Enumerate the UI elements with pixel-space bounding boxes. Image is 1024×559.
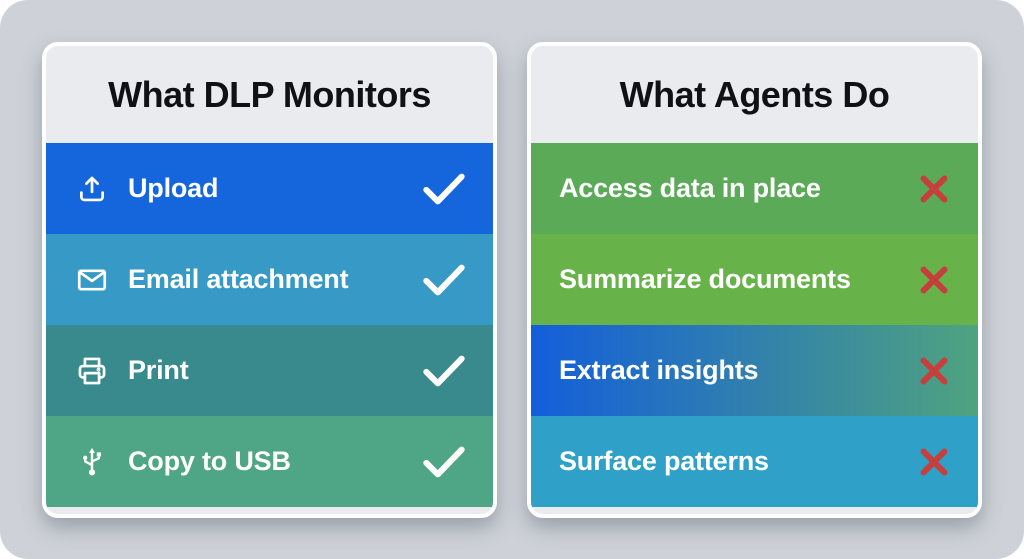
row-summarize-documents: Summarize documents [531, 234, 978, 325]
row-label: Email attachment [128, 264, 349, 294]
row-label: Surface patterns [559, 446, 769, 476]
dlp-card-header: What DLP Monitors [46, 46, 493, 143]
row-access-data: Access data in place [531, 143, 978, 234]
envelope-icon [74, 262, 110, 298]
row-copy-to-usb: Copy to USB [46, 416, 493, 507]
check-icon [421, 171, 467, 207]
agents-card-title: What Agents Do [619, 73, 890, 115]
upload-icon [74, 171, 110, 207]
agents-do-card: What Agents Do Access data in place Summ… [527, 42, 982, 518]
dlp-rows: Upload Email attachment [46, 143, 493, 507]
row-print: Print [46, 325, 493, 416]
row-label: Extract insights [559, 355, 759, 385]
row-label: Print [128, 355, 189, 385]
printer-icon [74, 353, 110, 389]
row-label: Copy to USB [128, 446, 291, 476]
comparison-cards: What DLP Monitors Upload [42, 42, 982, 518]
row-label: Upload [128, 173, 219, 203]
check-icon [421, 353, 467, 389]
row-extract-insights: Extract insights [531, 325, 978, 416]
usb-icon [74, 444, 110, 480]
cross-icon [916, 171, 952, 207]
cross-icon [916, 444, 952, 480]
agents-card-header: What Agents Do [531, 46, 978, 143]
dlp-card-title: What DLP Monitors [108, 73, 431, 115]
row-upload: Upload [46, 143, 493, 234]
agents-rows: Access data in place Summarize documents [531, 143, 978, 507]
check-icon [421, 444, 467, 480]
cross-icon [916, 353, 952, 389]
row-surface-patterns: Surface patterns [531, 416, 978, 507]
row-email-attachment: Email attachment [46, 234, 493, 325]
check-icon [421, 262, 467, 298]
row-label: Summarize documents [559, 264, 851, 294]
row-label: Access data in place [559, 173, 821, 203]
dlp-monitors-card: What DLP Monitors Upload [42, 42, 497, 518]
cross-icon [916, 262, 952, 298]
